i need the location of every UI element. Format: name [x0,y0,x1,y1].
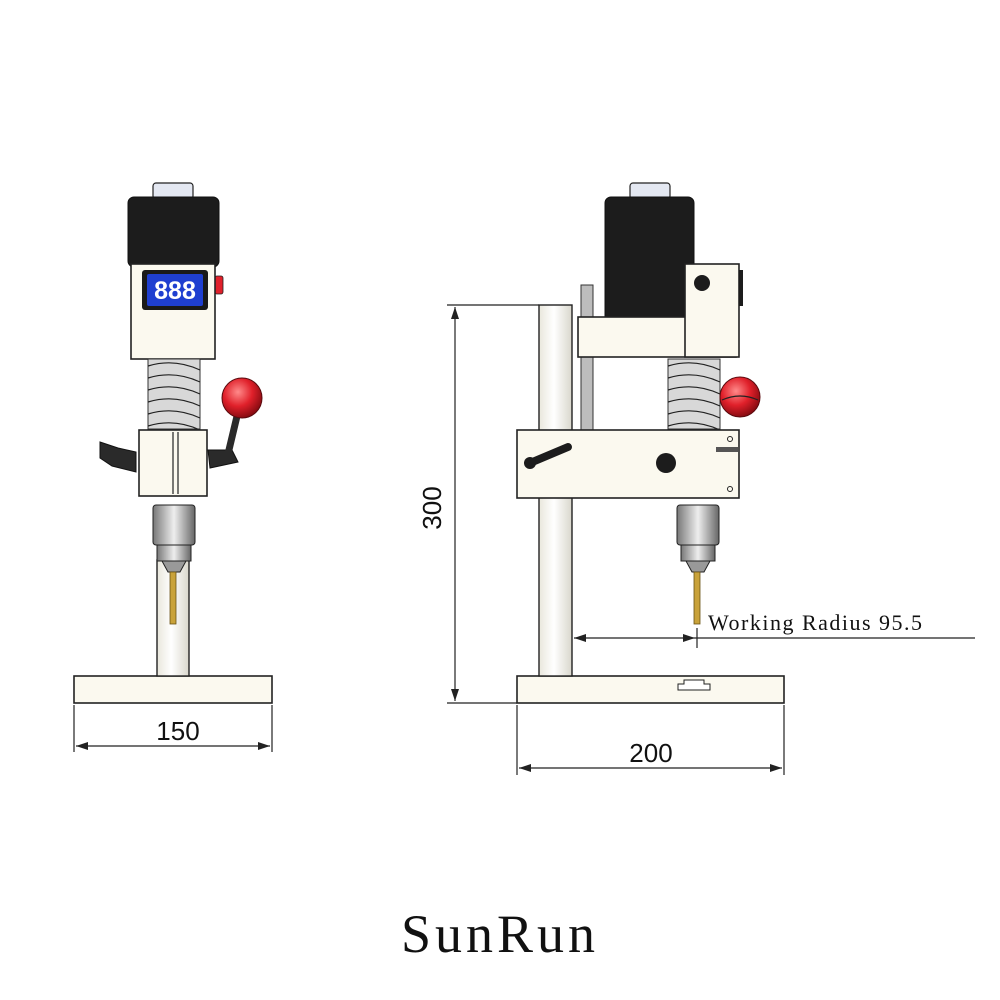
side-base [516,675,785,704]
feed-knob-icon [221,377,263,419]
front-base [73,675,273,704]
side-base-label: 200 [629,738,672,768]
front-width-dimension: 150 [73,705,273,752]
side-bolt-icon [694,275,710,291]
side-feed-knob-icon [719,376,761,418]
front-chuck [152,504,196,573]
power-switch-icon [214,275,224,295]
side-side-plate [684,263,740,358]
front-width-label: 150 [156,716,199,746]
working-radius-dimension: Working Radius 95.5 [574,610,975,648]
side-carriage [516,429,740,499]
feed-lever-icon [207,449,239,469]
brand-wordmark: SunRun [401,904,599,964]
clamp-lever-icon [99,441,137,473]
side-height-label: 300 [417,486,447,529]
side-height-dimension: 300 [417,304,539,704]
front-drill-bit [169,571,177,625]
side-motor [604,196,695,323]
side-drill-bit [693,571,701,625]
t-slot-icon [677,679,711,691]
side-chuck [676,504,720,573]
side-view: 300 Working Radius 95.5 200 [417,182,975,775]
working-radius-label: Working Radius 95.5 [708,610,924,635]
front-view: 888 150 [73,182,273,752]
side-spring [667,358,721,431]
display-screen [147,274,203,306]
side-base-dimension: 200 [516,705,785,775]
front-motor [127,196,220,268]
front-spring [147,358,201,431]
display-readout: 888 [154,277,196,305]
